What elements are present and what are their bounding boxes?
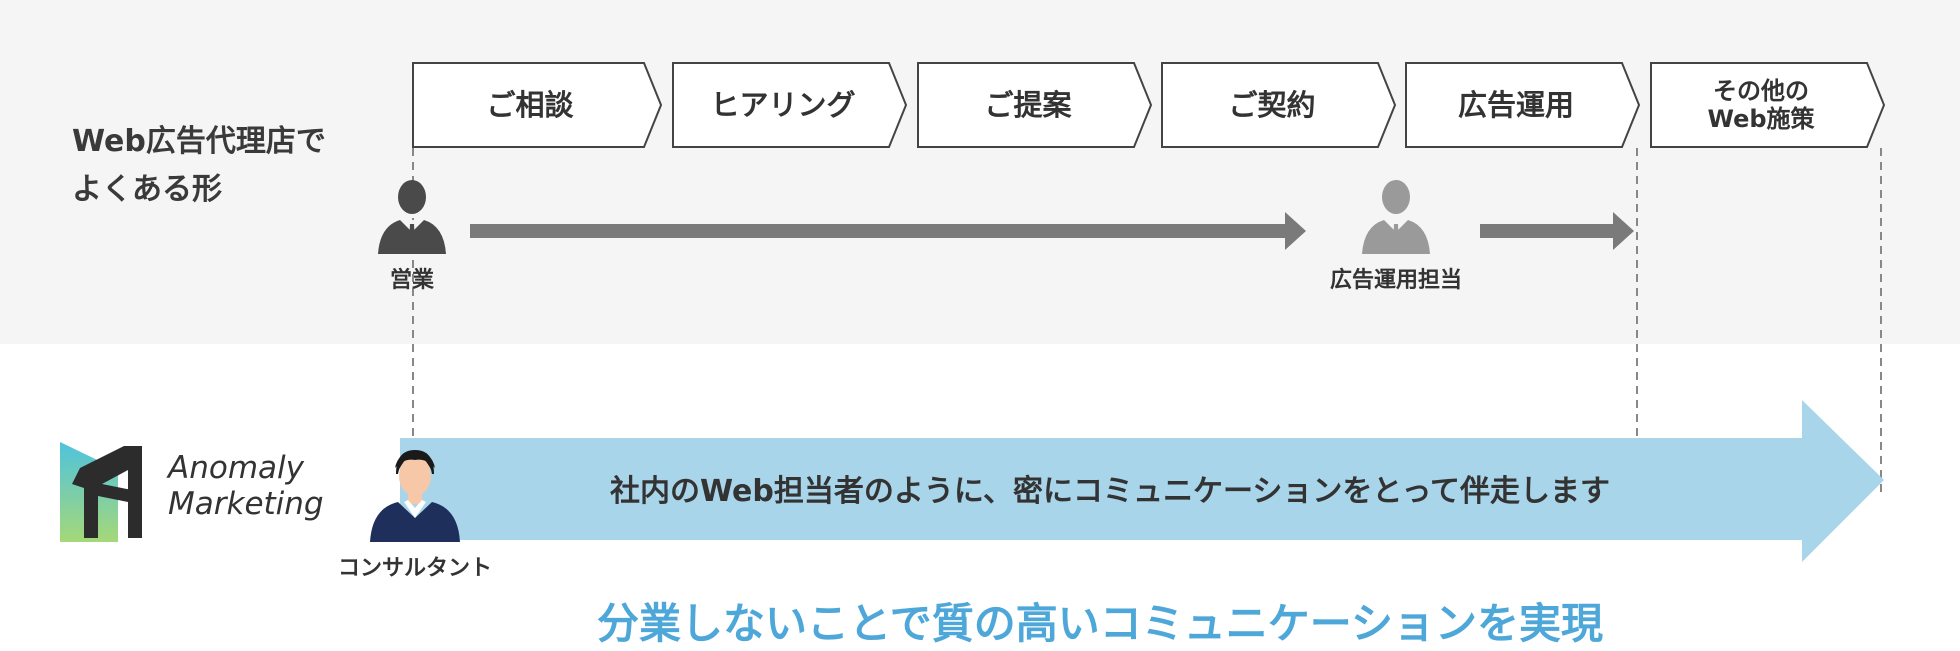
step-label: ヒアリング <box>710 88 856 122</box>
conventional-agency-label-line-1: Web広告代理店で <box>72 124 326 159</box>
brand-name-line-1: Anomaly <box>168 450 304 486</box>
step-label: ご提案 <box>984 88 1072 122</box>
brand-name-line-2: Marketing <box>168 486 324 522</box>
sales-handoff-arrow <box>470 212 1306 250</box>
step-chevron-shape <box>1405 62 1641 148</box>
step-chevron-shape <box>917 62 1153 148</box>
step-label: ご相談 <box>486 88 574 122</box>
step-chevron-shape <box>412 62 662 148</box>
step-proposal: ご提案 <box>917 62 1167 148</box>
step-contract: ご契約 <box>1161 62 1411 148</box>
continuous-support-arrow <box>400 400 1884 562</box>
ad-operation-arrow <box>1480 212 1634 250</box>
anomaly-marketing-logo-icon <box>60 442 142 542</box>
step-ad-operation: 広告運用 <box>1405 62 1655 148</box>
step-consultation: ご相談 <box>412 62 662 148</box>
continuous-support-text: 社内のWeb担当者のように、密にコミュニケーションをとって伴走します <box>610 474 1610 509</box>
step-label: その他の Web施策 <box>1707 77 1815 133</box>
conclusion-headline: 分業しないことで質の高いコミュニケーションを実現 <box>597 599 1603 648</box>
step-hearing: ヒアリング <box>672 62 922 148</box>
ad-operator-label: 広告運用担当 <box>1329 268 1462 293</box>
step-chevron-shape <box>672 62 908 148</box>
consultant-label: コンサルタント <box>337 556 492 581</box>
ad-operator-person-icon <box>1362 180 1430 254</box>
step-label: ご契約 <box>1228 88 1316 122</box>
step-chevron-shape <box>1650 62 1886 148</box>
step-chevron-shape <box>1161 62 1397 148</box>
conventional-agency-label: Web広告代理店で よくある形 <box>72 118 326 214</box>
step-other-web-measures: その他の Web施策 <box>1650 62 1900 148</box>
brand-name: Anomaly Marketing <box>168 450 324 522</box>
sales-label: 営業 <box>389 268 434 293</box>
conventional-flow-band <box>0 0 1960 344</box>
conventional-agency-label-line-2: よくある形 <box>72 172 222 207</box>
sales-person-icon <box>378 180 446 254</box>
consultant-person-icon <box>370 450 460 542</box>
step-label: 広告運用 <box>1457 88 1574 122</box>
